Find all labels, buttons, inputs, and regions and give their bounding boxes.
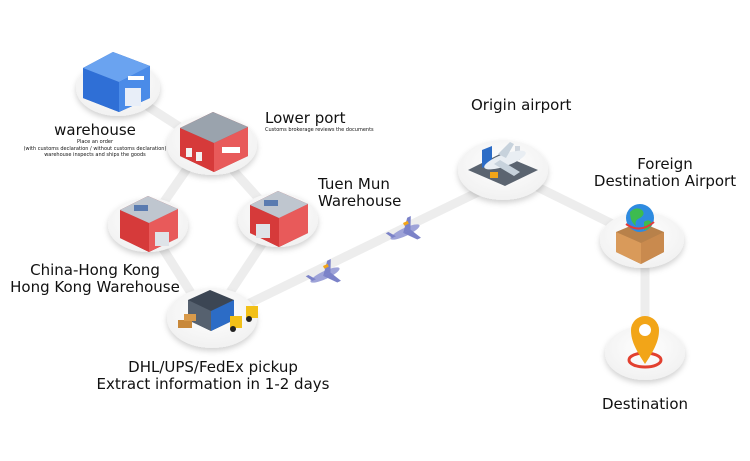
destination-title: Destination — [601, 395, 689, 413]
destination-label: Destination — [585, 395, 705, 413]
china-hk-warehouse-node — [108, 196, 188, 252]
warehouse-label: warehouse Place an order (with customs d… — [5, 121, 185, 158]
tuen-mun-line1: Tuen Mun — [318, 175, 390, 193]
port-building-icon — [180, 112, 248, 172]
foreign-airport-line1: Foreign — [637, 155, 693, 173]
warehouse-note: warehouse inspects and ships the goods — [44, 151, 146, 158]
tuen-mun-label: Tuen Mun Warehouse — [318, 175, 402, 211]
red-warehouse-icon — [250, 191, 308, 247]
foreign-airport-node — [600, 204, 684, 268]
origin-airport-label: Origin airport — [471, 96, 572, 114]
parcel-globe-icon — [616, 204, 664, 264]
lower-port-title: Lower port — [265, 109, 346, 127]
lower-port-node — [167, 112, 257, 175]
china-hk-label: China-Hong Kong Hong Kong Warehouse — [10, 261, 180, 297]
warehouse-icon — [83, 52, 150, 112]
lower-port-note: Customs brokerage reviews the documents — [265, 127, 374, 134]
forklift-depot-icon — [178, 290, 258, 332]
origin-airport-title: Origin airport — [471, 96, 572, 114]
plane-icon — [305, 259, 341, 283]
china-hk-line1: China-Hong Kong — [30, 261, 160, 279]
pickup-line2: Extract information in 1-2 days — [96, 375, 330, 394]
pickup-line1: DHL/UPS/FedEx pickup — [128, 358, 298, 376]
origin-airport-node — [458, 140, 548, 200]
plane-icon — [385, 216, 421, 240]
airport-icon — [468, 142, 538, 186]
pickup-hub-node — [167, 288, 258, 348]
pickup-label: DHL/UPS/FedEx pickup Extract information… — [88, 358, 338, 394]
warehouse-node — [76, 52, 160, 116]
tuen-mun-line2: Warehouse — [318, 192, 402, 211]
warehouse-note: Place an order — [76, 139, 114, 146]
foreign-airport-label: Foreign Destination Airport — [590, 155, 740, 191]
location-pin-icon — [627, 316, 663, 369]
foreign-airport-line2: Destination Airport — [593, 172, 737, 191]
red-warehouse-icon — [120, 196, 178, 252]
warehouse-title: warehouse — [54, 121, 136, 139]
destination-node — [605, 316, 685, 380]
lower-port-label: Lower port Customs brokerage reviews the… — [265, 109, 374, 134]
tuen-mun-warehouse-node — [238, 191, 318, 247]
china-hk-line2: Hong Kong Warehouse — [10, 278, 180, 297]
warehouse-note: (with customs declaration / without cust… — [23, 145, 167, 152]
